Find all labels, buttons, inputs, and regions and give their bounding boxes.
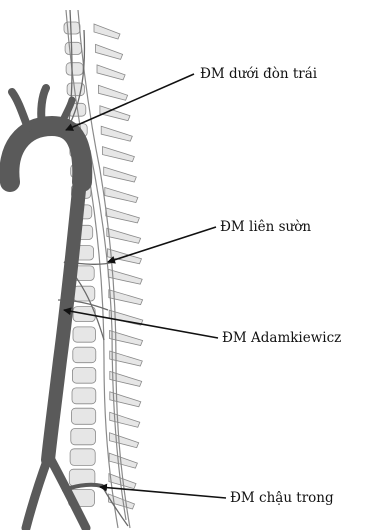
spinous-process [110, 331, 143, 346]
spinous-process [97, 65, 125, 80]
spinous-process [107, 228, 141, 243]
vertebra-body [73, 327, 96, 342]
spinous-process [110, 351, 143, 366]
spinous-process [103, 147, 135, 162]
spinous-process [104, 167, 137, 182]
spinous-process [96, 44, 123, 59]
spinous-process [94, 24, 120, 39]
spinous-process [106, 208, 140, 223]
vertebra-body [64, 22, 80, 34]
vertebra-body [70, 449, 95, 466]
spinous-process [109, 453, 137, 468]
spinous-process [98, 85, 127, 100]
spinous-process [101, 126, 132, 141]
spinous-process [105, 188, 138, 203]
label-intercostal-artery: ĐM liên sườn [220, 221, 311, 235]
leader-line-intercostal [108, 227, 216, 262]
vertebra-body [71, 429, 96, 445]
vertebra-body [72, 368, 95, 384]
label-internal-iliac-artery: ĐM chậu trong [230, 492, 334, 506]
vertebra-body [73, 286, 95, 301]
label-adamkiewicz-artery: ĐM Adamkiewicz [222, 332, 341, 346]
spinous-process [110, 371, 142, 386]
vertebra-body [71, 408, 95, 424]
vertebra-body [72, 388, 96, 404]
vertebra-body [65, 42, 81, 54]
spinous-process [110, 433, 139, 448]
label-left-subclavian-artery: ĐM dưới đòn trái [200, 68, 317, 82]
spinous-process [109, 494, 135, 509]
vertebra-body [66, 63, 83, 75]
leader-line-iliac [100, 487, 226, 498]
vertebra-body [73, 347, 96, 363]
